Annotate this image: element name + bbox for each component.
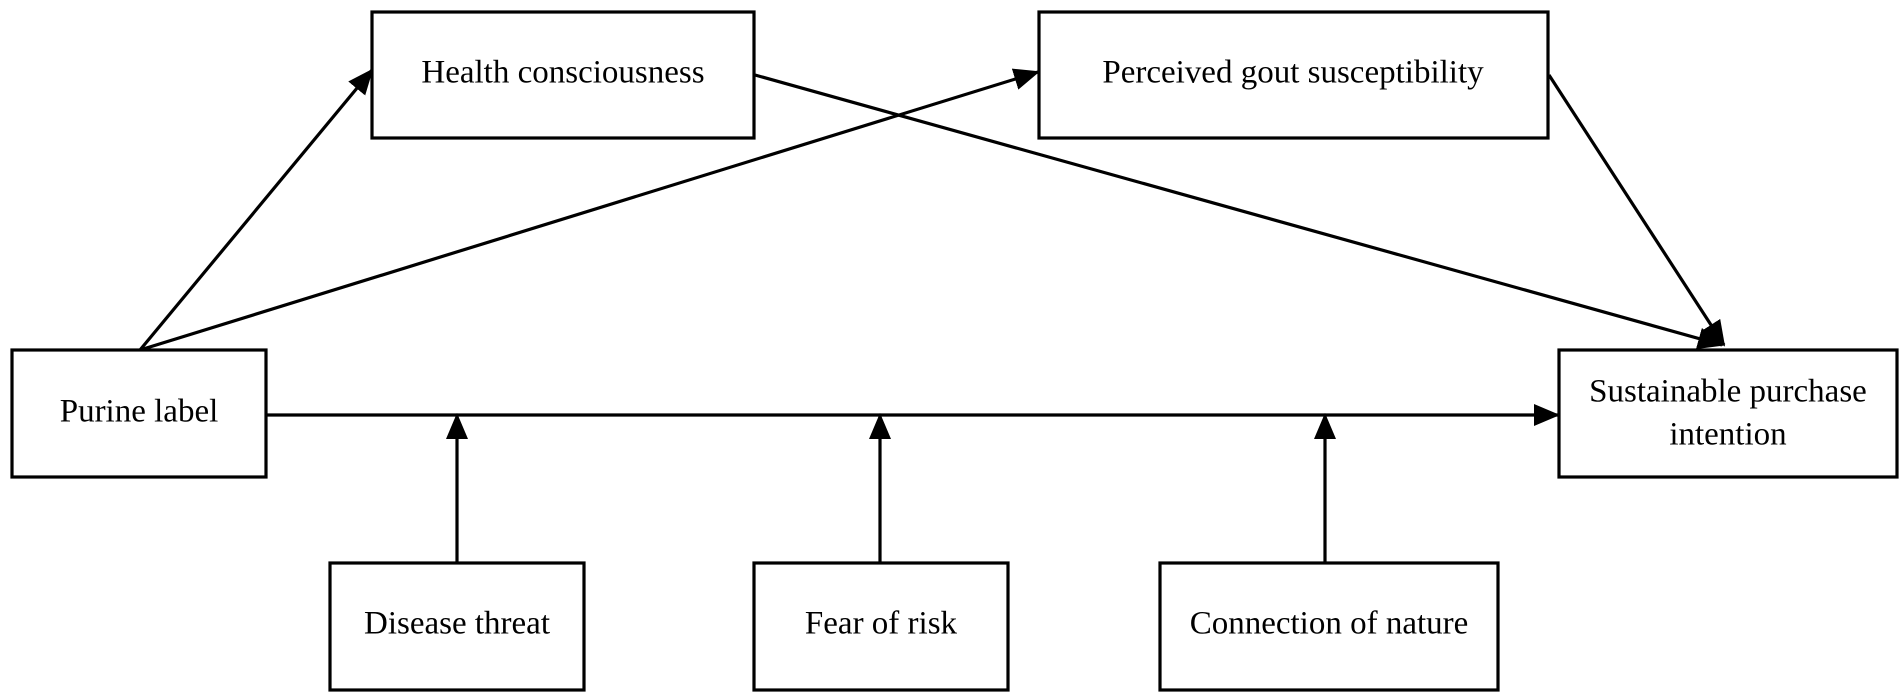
- node-perceived-gout-susceptibility: Perceived gout susceptibility: [1037, 10, 1550, 140]
- node-label: Purine label: [60, 394, 219, 430]
- edges: [138, 68, 1726, 562]
- node-box: [1158, 561, 1500, 692]
- node-box: [370, 10, 756, 140]
- node-box: [1037, 10, 1550, 140]
- node-sustainable-purchase-intention: Sustainable purchase intention: [1557, 348, 1899, 479]
- edge-purine-to-gout: [139, 68, 1040, 352]
- node-disease-threat: Disease threat: [328, 561, 586, 692]
- node-purine-label: Purine label: [10, 348, 268, 479]
- node-box: [328, 561, 586, 692]
- edge-gout-to-intention: [1547, 74, 1726, 347]
- node-connection-of-nature: Connection of nature: [1158, 561, 1500, 692]
- edge-health-to-intention: [754, 73, 1724, 350]
- node-health-consciousness: Health consciousness: [370, 10, 756, 140]
- node-label: Connection of nature: [1190, 606, 1469, 642]
- node-fear-of-risk: Fear of risk: [752, 561, 1010, 692]
- edge-purine-to-health: [138, 68, 374, 352]
- node-label: Perceived gout susceptibility: [1102, 55, 1484, 91]
- node-label: Fear of risk: [805, 606, 958, 642]
- node-box: [10, 348, 268, 479]
- node-box: [752, 561, 1010, 692]
- node-label: Disease threat: [364, 606, 550, 642]
- node-box: [1557, 348, 1899, 479]
- node-label-line-1: Sustainable purchase: [1589, 374, 1867, 410]
- node-label: Health consciousness: [421, 55, 704, 91]
- node-label-line-2: intention: [1669, 417, 1786, 453]
